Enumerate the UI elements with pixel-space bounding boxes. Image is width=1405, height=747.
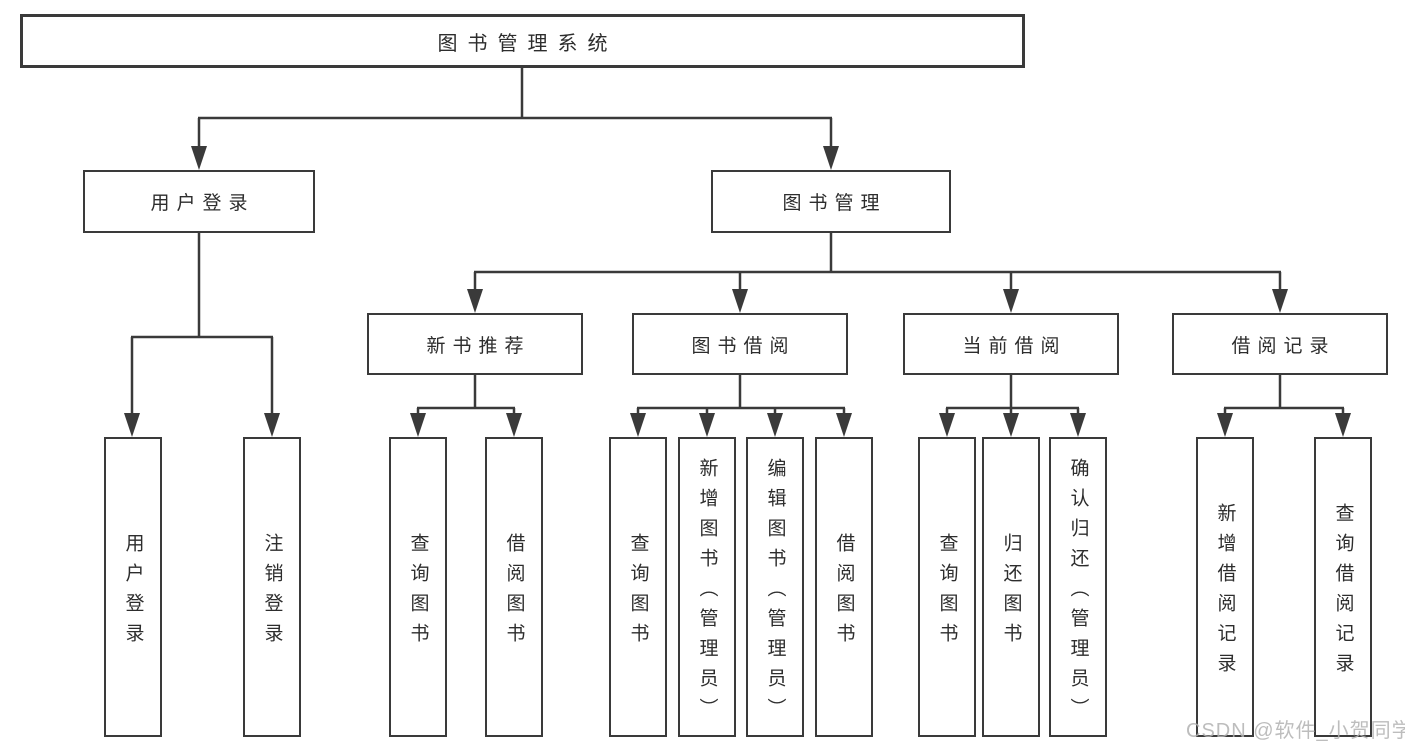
node-book-borrow-label: 图书借阅 — [691, 335, 796, 357]
node-book-management-label: 图书管理 — [782, 193, 887, 214]
leaf-query-books-recommend: 查询图书 — [389, 437, 447, 737]
connector-l3-drops — [473, 375, 1282, 408]
leaf-borrow-books-borrow: 借阅图书 — [815, 437, 873, 737]
leaf-confirm-return-admin-label: 确认归还（管理员） — [1067, 457, 1089, 728]
node-root: 图书管理系统 — [20, 14, 1025, 68]
leaf-add-borrow-record: 新增借阅记录 — [1196, 437, 1254, 737]
node-current-borrow-label: 当前借阅 — [962, 335, 1067, 357]
connector-root — [197, 68, 833, 150]
node-current-borrow: 当前借阅 — [903, 313, 1119, 375]
leaf-query-books-borrow-label: 查询图书 — [627, 532, 649, 653]
leaf-edit-book-admin-label: 编辑图书（管理员） — [764, 457, 786, 728]
node-borrow-records: 借阅记录 — [1172, 313, 1388, 375]
node-root-label: 图书管理系统 — [437, 32, 618, 55]
leaf-add-book-admin: 新增图书（管理员） — [678, 437, 736, 737]
node-user-login: 用户登录 — [83, 170, 315, 233]
leaf-user-login-label: 用户登录 — [122, 532, 144, 653]
leaf-borrow-books-recommend: 借阅图书 — [485, 437, 543, 737]
leaf-query-books-current-label: 查询图书 — [936, 532, 958, 653]
csdn-watermark: CSDN @软件_小贺同学 — [1186, 720, 1405, 742]
arrowheads — [124, 146, 1351, 437]
leaf-return-book-label: 归还图书 — [1000, 532, 1022, 653]
leaf-query-books-current: 查询图书 — [918, 437, 976, 737]
connector-l4-stems — [416, 408, 1345, 417]
node-new-book-recommend-label: 新书推荐 — [426, 335, 531, 357]
connector-book-management — [473, 233, 1282, 293]
leaf-query-books-borrow: 查询图书 — [609, 437, 667, 737]
leaf-edit-book-admin: 编辑图书（管理员） — [746, 437, 804, 737]
leaf-borrow-books-recommend-label: 借阅图书 — [503, 532, 525, 653]
leaf-add-book-admin-label: 新增图书（管理员） — [696, 457, 718, 728]
leaf-query-borrow-record-label: 查询借阅记录 — [1332, 502, 1354, 683]
leaf-query-borrow-record: 查询借阅记录 — [1314, 437, 1372, 737]
leaf-user-login: 用户登录 — [104, 437, 162, 737]
leaf-borrow-books-borrow-label: 借阅图书 — [833, 532, 855, 653]
leaf-add-borrow-record-label: 新增借阅记录 — [1214, 502, 1236, 683]
leaf-query-books-recommend-label: 查询图书 — [407, 532, 429, 653]
leaf-logout-label: 注销登录 — [261, 532, 283, 653]
leaf-return-book: 归还图书 — [982, 437, 1040, 737]
leaf-logout: 注销登录 — [243, 437, 301, 737]
leaf-confirm-return-admin: 确认归还（管理员） — [1049, 437, 1107, 737]
node-book-management: 图书管理 — [711, 170, 951, 233]
node-user-login-label: 用户登录 — [150, 193, 255, 214]
connector-user-login — [130, 233, 274, 417]
node-borrow-records-label: 借阅记录 — [1231, 335, 1336, 357]
node-new-book-recommend: 新书推荐 — [367, 313, 583, 375]
node-book-borrow: 图书借阅 — [632, 313, 848, 375]
